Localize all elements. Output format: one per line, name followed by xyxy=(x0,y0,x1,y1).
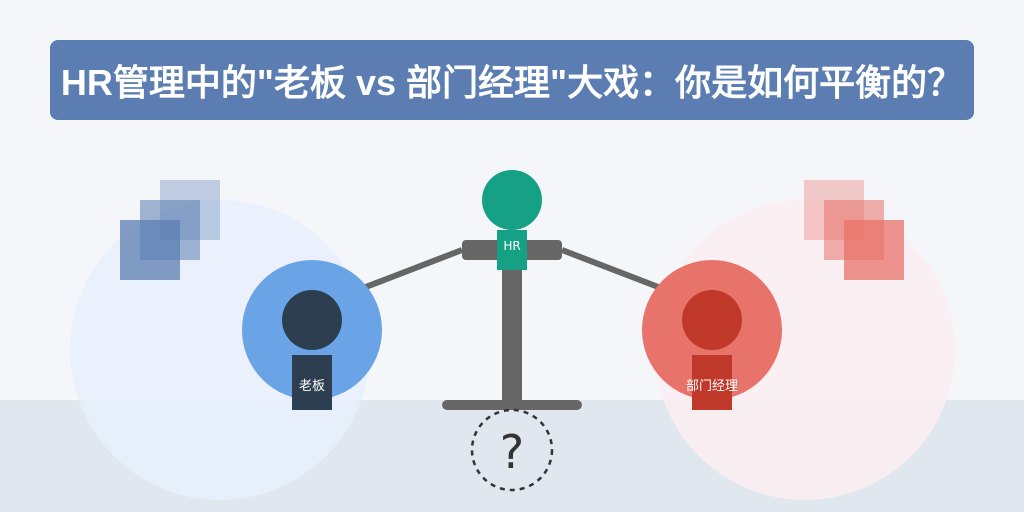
manager-head xyxy=(682,290,742,350)
hr-body xyxy=(497,230,527,270)
hr-figure: HR xyxy=(482,170,542,270)
boss-document-stack-icon xyxy=(120,180,220,280)
boss-label: 老板 xyxy=(299,379,325,394)
boss-body xyxy=(292,355,332,410)
manager-body xyxy=(692,355,732,410)
hr-head xyxy=(482,170,542,230)
question-mark-icon: ? xyxy=(470,408,554,492)
boss-head xyxy=(282,290,342,350)
boss-figure: 老板 xyxy=(242,260,382,410)
hr-label: HR xyxy=(503,239,520,253)
scale-base xyxy=(442,400,582,410)
title-banner: HR管理中的"老板 vs 部门经理"大戏：你是如何平衡的？ xyxy=(50,40,974,120)
question-mark-text: ? xyxy=(500,425,524,479)
scale-pole xyxy=(502,250,522,405)
manager-document-stack-icon xyxy=(804,180,904,280)
manager-figure: 部门经理 xyxy=(642,260,782,410)
page-title: HR管理中的"老板 vs 部门经理"大戏：你是如何平衡的？ xyxy=(60,62,964,103)
manager-label: 部门经理 xyxy=(686,379,738,394)
